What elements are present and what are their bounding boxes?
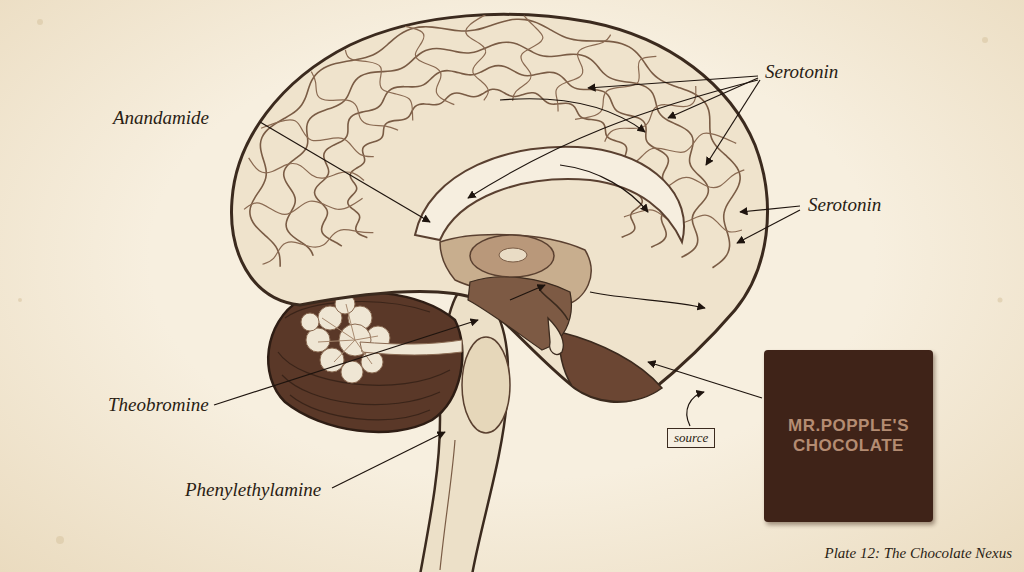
cerebellum-folia <box>278 302 450 420</box>
arbor-branch <box>318 340 355 342</box>
sulcus <box>244 198 363 214</box>
arbor-branch <box>346 304 355 340</box>
corpus-callosum <box>415 147 684 242</box>
chemical-label: Serotonin <box>808 194 881 216</box>
chemical-label: Theobromine <box>108 394 209 416</box>
pituitary <box>548 318 563 354</box>
sulcus <box>261 120 374 157</box>
gyrus-fold <box>250 19 740 267</box>
node-text: source <box>674 430 708 446</box>
leader-lines <box>214 76 800 488</box>
arbor-lobe <box>320 348 344 372</box>
arbor-lobe <box>341 361 363 383</box>
arbor-branch <box>334 340 355 362</box>
sulcus <box>345 50 412 121</box>
sulcus <box>621 133 737 165</box>
sulcus <box>405 26 454 104</box>
sulcus <box>263 230 374 265</box>
gyri <box>244 15 744 268</box>
chocolate-bar: MR.POPPLE'S CHOCOLATE <box>764 350 933 522</box>
node-text: MR.POPPLE'S CHOCOLATE <box>774 416 924 457</box>
thalamus-core <box>499 248 527 262</box>
gyrus-fold <box>284 42 709 257</box>
chocolate-segments <box>765 351 932 521</box>
sulcus <box>513 16 543 101</box>
sulcus <box>466 15 489 101</box>
sulcus <box>311 72 398 131</box>
pons <box>462 337 510 433</box>
cerebrum <box>232 14 768 401</box>
sulcus <box>249 158 364 181</box>
sulcus <box>605 86 696 142</box>
thalamus <box>470 235 554 277</box>
temporal-underside <box>560 332 663 401</box>
chemical-label: Phenylethylamine <box>185 479 321 501</box>
arbor-branch <box>355 336 378 340</box>
cerebellum <box>268 292 462 432</box>
sulcus <box>575 56 656 119</box>
arbor-lobe <box>301 313 319 331</box>
chemical-label: Serotonin <box>765 61 838 83</box>
source-tube <box>540 290 568 320</box>
brainstem-line <box>440 440 455 570</box>
sulcus <box>556 35 611 112</box>
plate-caption: Plate 12: The Chocolate Nexus <box>825 545 1012 562</box>
arbor-branch <box>355 340 372 364</box>
arbor-lobe <box>306 328 330 352</box>
chemical-label: Anandamide <box>113 107 209 129</box>
source-box: source <box>667 428 715 448</box>
